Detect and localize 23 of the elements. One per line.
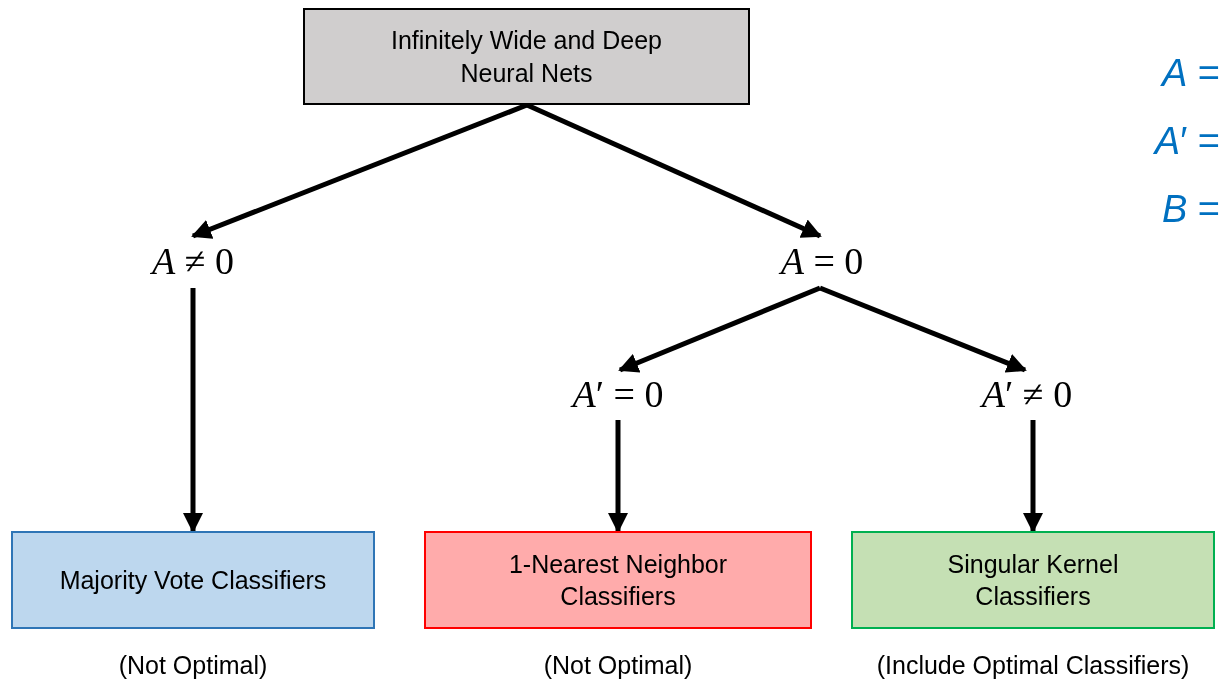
arrow [608,420,628,533]
note: (Not Optimal) [543,651,693,680]
condition-label: A′ ≠ 0 [981,372,1073,418]
root-box [303,8,750,105]
classifier-box [11,531,375,629]
classifier-box [851,531,1215,629]
arrow [183,288,203,533]
condition-label: A = 0 [780,239,864,285]
arrow [618,285,821,373]
box-label: Infinitely Wide and Deep Neural Nets [390,25,663,89]
equation-label: A′ = [1152,120,1220,163]
classifier-box [424,531,812,629]
note: (Not Optimal) [118,651,268,680]
equation-label: A = [1159,52,1220,95]
box-label: Majority Vote Classifiers [59,564,327,596]
note: (Include Optimal Classifiers) [876,651,1190,680]
condition-label: A ≠ 0 [151,239,235,285]
box-label: Singular Kernel Classifiers [946,548,1120,612]
box-label: 1-Nearest Neighbor Classifiers [507,548,729,612]
equation-label: B = [1160,188,1220,231]
condition-label: A′ = 0 [572,372,664,418]
arrow [1023,420,1043,533]
arrow [819,285,1027,373]
